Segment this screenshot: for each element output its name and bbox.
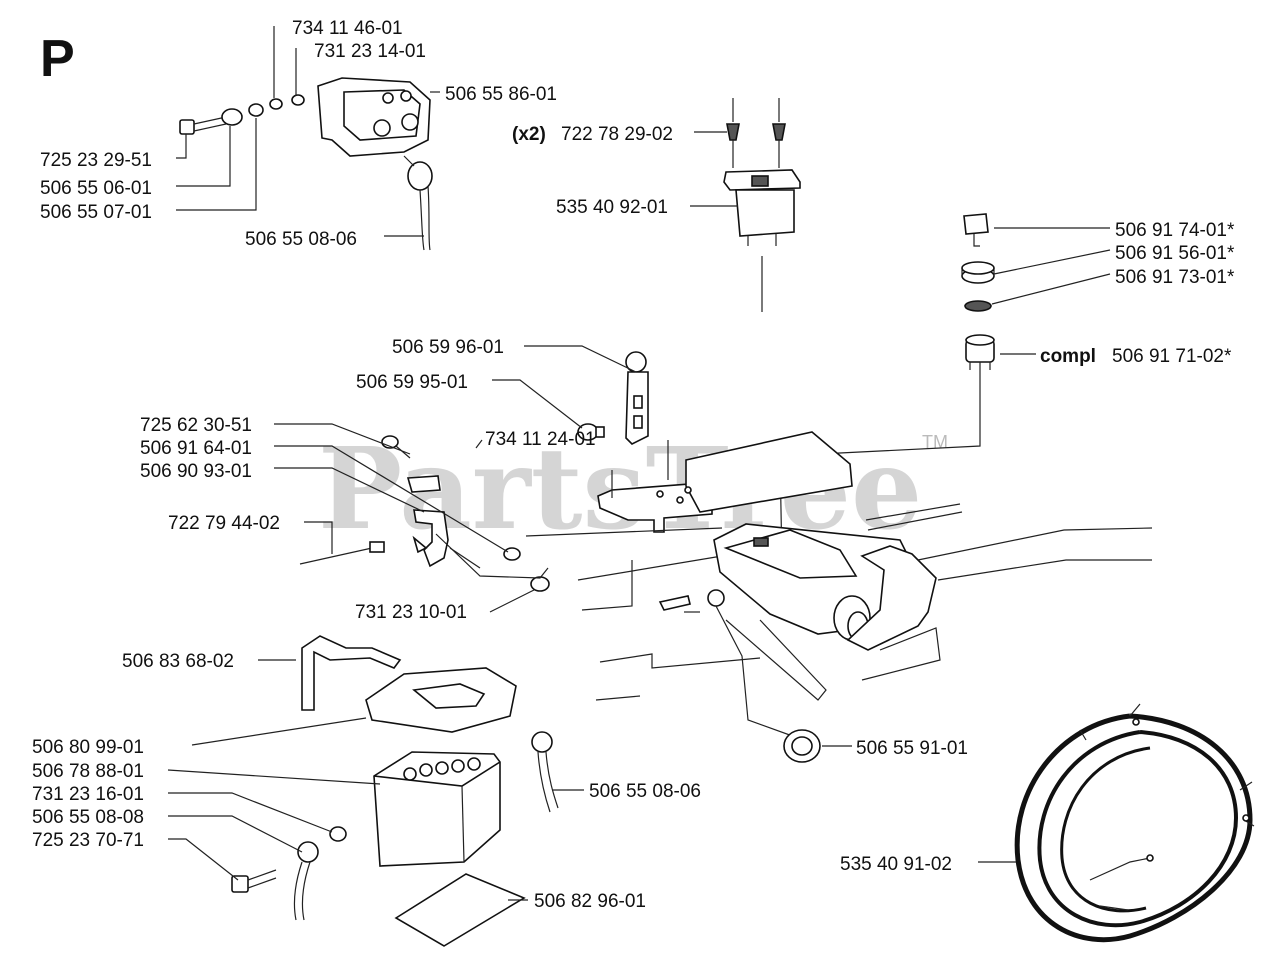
nut-icon [503, 547, 550, 592]
part-label: 506 59 95-01 [356, 372, 468, 393]
part-label: 506 59 96-01 [392, 337, 504, 358]
chassis-icon [525, 503, 1153, 701]
part-label: 506 91 74-01* [1115, 220, 1235, 241]
washer-icon [221, 94, 305, 126]
bracket-icon [597, 431, 853, 533]
part-label: 731 23 10-01 [355, 602, 467, 623]
socket-icon [723, 169, 801, 312]
nut-icon [329, 826, 347, 842]
part-label: 506 91 64-01 [140, 438, 252, 459]
part-label: 506 55 08-06 [589, 781, 701, 802]
battery-tray-icon [394, 873, 526, 947]
part-label: 506 55 06-01 [40, 178, 152, 199]
part-label: 506 91 56-01* [1115, 243, 1235, 264]
pin-icon [726, 98, 786, 168]
cable-icon [293, 731, 559, 921]
watermark-tm: TM [922, 432, 948, 452]
battery-icon [373, 751, 501, 867]
part-label: 725 23 70-71 [32, 830, 144, 851]
battery-cover-icon [365, 667, 517, 733]
part-label: 722 78 29-02 [561, 124, 673, 145]
ignition-switch-icon [779, 334, 995, 565]
part-label: 506 90 93-01 [140, 461, 252, 482]
part-label: 535 40 92-01 [556, 197, 668, 218]
clip-icon [406, 475, 441, 493]
grommet-icon [783, 729, 821, 763]
wire-harness-icon [1014, 703, 1255, 943]
clamp-icon [412, 509, 449, 568]
hold-down-icon [301, 635, 402, 711]
part-label: 506 55 08-08 [32, 807, 144, 828]
part-label: 506 91 71-02* [1112, 346, 1232, 367]
bolt-icon [231, 869, 277, 893]
cable-icon [403, 155, 433, 251]
part-label: 506 55 07-01 [40, 202, 152, 223]
part-label: 506 82 96-01 [534, 891, 646, 912]
part-label: 506 83 68-02 [122, 651, 234, 672]
part-label: 535 40 91-02 [840, 854, 952, 875]
part-label: 734 11 24-01 [485, 429, 596, 450]
part-label: 506 91 73-01* [1115, 267, 1235, 288]
bolt-icon [179, 116, 227, 135]
quantity-prefix: (x2) [512, 124, 546, 145]
washer-icon [961, 261, 995, 312]
part-label: 731 23 16-01 [32, 784, 144, 805]
compl-prefix: compl [1040, 346, 1096, 367]
part-label: 722 79 44-02 [168, 513, 280, 534]
part-label: 725 62 30-51 [140, 415, 252, 436]
part-label: 506 55 08-06 [245, 229, 357, 250]
part-label: 506 55 91-01 [856, 738, 968, 759]
solenoid-icon [317, 77, 431, 157]
part-label: 731 23 14-01 [314, 41, 426, 62]
part-label: 506 78 88-01 [32, 761, 144, 782]
lever-icon [577, 351, 649, 445]
section-letter: P [40, 30, 75, 88]
spike-icon [299, 541, 385, 565]
part-label: 725 23 29-51 [40, 150, 152, 171]
part-label: 506 80 99-01 [32, 737, 144, 758]
part-label: 506 55 86-01 [445, 84, 557, 105]
key-icon [963, 213, 989, 247]
part-label: 734 11 46-01 [292, 18, 403, 39]
